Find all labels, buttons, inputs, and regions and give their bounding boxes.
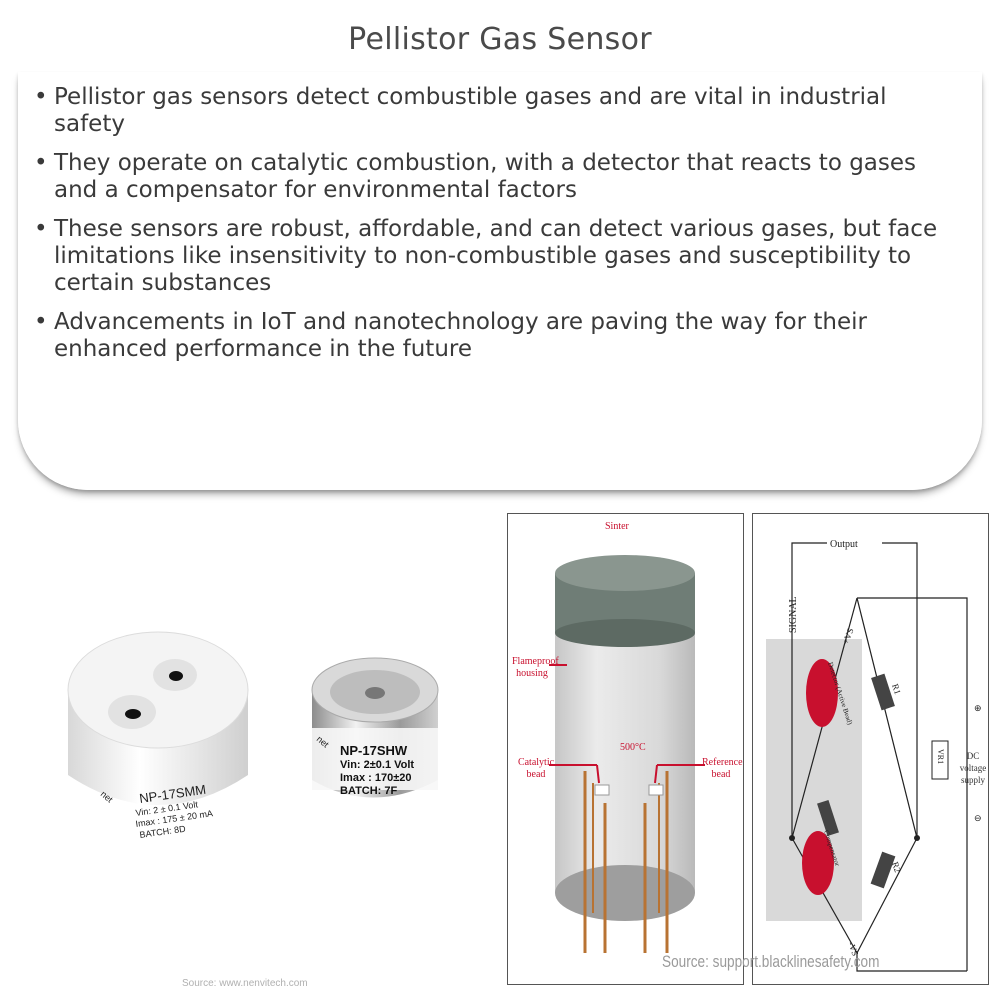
catalytic-bead-icon <box>594 784 610 796</box>
bullet-marker: • <box>34 84 48 110</box>
minus-terminal: ⊖ <box>974 813 982 823</box>
detector-bead-icon <box>806 659 838 727</box>
cutaway-diagram <box>549 555 705 953</box>
bullet-list: •Pellistor gas sensors detect combustibl… <box>34 84 964 375</box>
signal-label: SIGNAL <box>788 596 799 633</box>
r1-label: R1 <box>890 683 903 696</box>
r1-resistor-icon <box>871 673 895 711</box>
page-title: Pellistor Gas Sensor <box>348 22 652 57</box>
label-catalytic-bead: Catalytic bead <box>517 757 555 780</box>
label-temperature: 500°C <box>620 742 646 753</box>
sensor2-imax: Imax : 170±20 <box>340 772 411 784</box>
bullet-item: •Pellistor gas sensors detect combustibl… <box>34 84 887 137</box>
bullet-marker: • <box>34 216 48 242</box>
supply-label: DC voltage supply <box>959 751 987 785</box>
vr1-label: VR1 <box>936 749 945 764</box>
vr1-resistor-icon <box>931 740 949 780</box>
bullet-marker: • <box>34 150 48 176</box>
compensator-bead-icon <box>802 831 834 895</box>
bullet-item: •Advancements in IoT and nanotechnology … <box>34 309 867 362</box>
r2-resistor-icon <box>870 851 896 889</box>
sensor2-vin: Vin: 2±0.1 Volt <box>340 759 414 771</box>
output-label: Output <box>830 539 858 550</box>
plus-terminal: ⊕ <box>974 703 982 713</box>
bullet-item: •These sensors are robust, affordable, a… <box>34 216 938 296</box>
sensor-photo: NP-17SMM Vin: 2 ± 0.1 Volt Imax : 175 ± … <box>67 631 439 840</box>
bullet-item: •They operate on catalytic combustion, w… <box>34 150 917 203</box>
ceramic-sensor: NP-17SMM Vin: 2 ± 0.1 Volt Imax : 175 ± … <box>67 631 249 840</box>
label-reference-bead: Reference bead <box>702 757 743 780</box>
photo-source: Source: www.nenvitech.com <box>182 978 308 989</box>
circuit-diagram: Output SIGNAL +VS -VS R1 R2 VR1 Detector… <box>766 539 982 972</box>
summary-card <box>18 72 982 490</box>
sensor2-model: NP-17SHW <box>340 743 408 758</box>
sensor2-batch: BATCH: 7F <box>340 785 398 797</box>
label-sinter: Sinter <box>605 521 629 532</box>
label-housing: Flameproof housing <box>512 656 559 679</box>
r2-label: R2 <box>890 861 903 874</box>
bullet-marker: • <box>34 309 48 335</box>
metal-sensor: NP-17SHW Vin: 2±0.1 Volt Imax : 170±20 B… <box>311 657 439 798</box>
minus-vs-label: -VS <box>846 940 860 957</box>
reference-bead-icon <box>648 784 664 796</box>
circuit-source: Source: support.blacklinesafety.com <box>662 952 880 971</box>
